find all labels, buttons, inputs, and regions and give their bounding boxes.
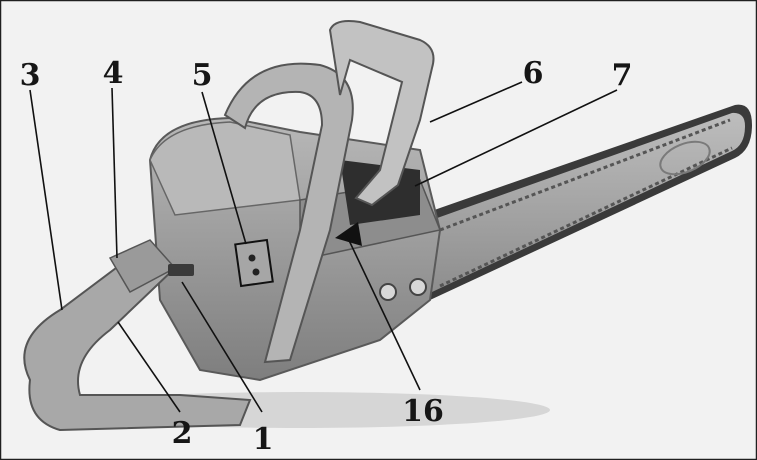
leader-1 [181, 281, 263, 413]
callout-16: 16 [402, 394, 444, 429]
leader-16 [345, 233, 421, 391]
callout-1: 1 [252, 422, 274, 457]
callout-6: 6 [522, 56, 544, 91]
leader-7 [414, 89, 618, 187]
leader-4 [111, 87, 118, 259]
callout-3: 3 [19, 58, 41, 93]
leader-2 [117, 321, 181, 413]
leader-5 [201, 91, 247, 245]
callout-4: 4 [102, 56, 124, 91]
leader-lines [29, 81, 618, 413]
rear-handle [23, 239, 252, 432]
leader-6 [429, 81, 523, 123]
callout-5: 5 [191, 58, 213, 93]
callout-2: 2 [171, 416, 193, 451]
callout-7: 7 [611, 58, 633, 93]
front-handle [223, 62, 354, 364]
leader-3 [29, 89, 63, 311]
guide-bar [420, 104, 752, 301]
hand-guard [328, 20, 435, 207]
